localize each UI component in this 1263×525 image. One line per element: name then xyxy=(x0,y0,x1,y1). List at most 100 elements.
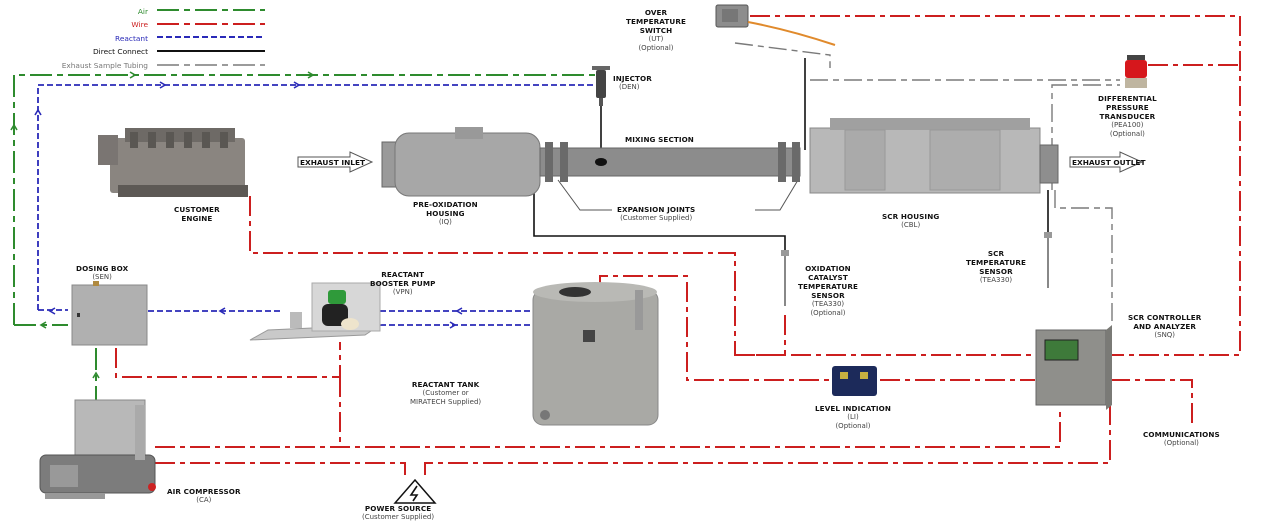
label-title: CUSTOMER xyxy=(174,205,220,214)
label-sub: (SNQ) xyxy=(1154,331,1176,339)
label-title: TEMPERATURE xyxy=(626,17,686,26)
label-title: LEVEL INDICATION xyxy=(815,404,891,413)
label-booster-pump: REACTANT BOOSTER PUMP (VPN) xyxy=(370,270,435,297)
reactant-arrow-5 xyxy=(218,307,226,315)
label-sub: (Customer or xyxy=(422,389,469,397)
wire-line-dosing xyxy=(115,342,341,378)
mixing-section-illustration xyxy=(539,142,801,182)
label-sub: (Optional) xyxy=(638,44,674,52)
reactant-arrow-6 xyxy=(455,307,463,315)
air-lines xyxy=(13,74,598,400)
power-source-icon xyxy=(393,478,437,504)
label-communications: COMMUNICATIONS (Optional) xyxy=(1143,430,1220,448)
label-title: TEMPERATURE xyxy=(966,258,1026,267)
label-title: HOUSING xyxy=(426,209,465,218)
reactant-arrow-1 xyxy=(159,81,167,89)
ox-temp-sensor-illustration xyxy=(781,250,789,306)
legend-item-air: Air xyxy=(40,5,158,17)
wire-line-power-right xyxy=(424,395,1111,475)
label-title: SENSOR xyxy=(979,267,1013,276)
booster-pump-illustration xyxy=(249,282,382,341)
label-sub: (Optional) xyxy=(810,309,846,317)
label-title: PRE-OXIDATION xyxy=(413,200,478,209)
air-arrow-5 xyxy=(92,371,100,379)
label-mixing-section: MIXING SECTION xyxy=(625,135,694,144)
dosing-box-illustration xyxy=(71,281,148,346)
label-title: SENSOR xyxy=(811,291,845,300)
exhaust-outlet-label: EXHAUST OUTLET xyxy=(1072,158,1146,167)
reactant-tank-illustration xyxy=(532,282,659,426)
label-power-source: POWER SOURCE (Customer Supplied) xyxy=(362,504,434,522)
wire-line-ut xyxy=(750,15,1241,356)
label-sub: (SEN) xyxy=(92,273,112,281)
label-sub: (LI) xyxy=(847,413,859,421)
label-expansion-joints: EXPANSION JOINTS (Customer Supplied) xyxy=(617,205,695,223)
label-over-temp-switch: OVER TEMPERATURE SWITCH (UT) (Optional) xyxy=(626,8,686,53)
label-title: COMMUNICATIONS xyxy=(1143,430,1220,439)
controller-illustration xyxy=(1035,325,1112,410)
engine-illustration xyxy=(98,128,248,197)
air-line-top xyxy=(13,74,598,325)
label-sub: (Optional) xyxy=(835,422,871,430)
label-title: BOOSTER PUMP xyxy=(370,279,436,288)
reactant-line-injector xyxy=(37,84,598,310)
pre-oxidation-housing-illustration xyxy=(381,127,541,197)
label-title: TEMPERATURE xyxy=(798,282,858,291)
legend-item-wire: Wire xyxy=(40,18,158,30)
flow-arrowheads xyxy=(10,71,463,379)
level-indicator-illustration xyxy=(832,366,877,396)
label-dpt: DIFFERENTIAL PRESSURE TRANSDUCER (PEA100… xyxy=(1098,94,1157,139)
label-sub: (DEN) xyxy=(619,83,640,91)
label-title: SWITCH xyxy=(639,26,673,35)
label-sub: (Customer Supplied) xyxy=(362,513,435,521)
label-sub: (Optional) xyxy=(1163,439,1199,447)
reactant-arrow-3 xyxy=(34,108,42,116)
reactant-arrow-7 xyxy=(449,321,457,329)
legend-item-reactant: Reactant xyxy=(40,32,158,44)
label-title: OXIDATION xyxy=(805,264,851,273)
label-title: EXPANSION JOINTS xyxy=(617,205,696,214)
label-title: MIXING SECTION xyxy=(625,135,694,144)
wire-lines xyxy=(115,15,1241,475)
label-sub: (VPN) xyxy=(392,288,413,296)
label-title: SCR HOUSING xyxy=(882,212,940,221)
label-pre-oxidation-housing: PRE-OXIDATION HOUSING (IQ) xyxy=(413,200,478,227)
label-sub: MIRATECH Supplied) xyxy=(410,398,482,406)
tubing-line-analyzer xyxy=(1054,190,1113,322)
dpt-illustration xyxy=(1125,55,1147,88)
reactant-arrow-4 xyxy=(48,307,56,315)
legend-label: Wire xyxy=(131,19,148,29)
air-arrow-4 xyxy=(39,321,47,329)
label-dosing-box: DOSING BOX (SEN) xyxy=(76,264,128,282)
air-arrow-3 xyxy=(10,123,18,131)
legend-label: Reactant xyxy=(115,33,148,43)
label-title: TRANSDUCER xyxy=(1099,112,1156,121)
tubing-line-ut-probe xyxy=(734,42,831,68)
label-sub: (UT) xyxy=(648,35,664,43)
air-arrow-2 xyxy=(307,71,315,79)
expansion-leaders xyxy=(557,179,799,211)
scr-housing-illustration xyxy=(809,118,1059,194)
label-title: POWER SOURCE xyxy=(364,504,432,513)
wire-line-ox xyxy=(735,310,786,356)
label-injector: INJECTOR (DEN) xyxy=(613,74,652,92)
label-title: DIFFERENTIAL xyxy=(1098,94,1157,103)
label-scr-temp-sensor: SCR TEMPERATURE SENSOR (TEA330) xyxy=(966,249,1026,285)
wire-line-engine xyxy=(249,196,1035,356)
air-compressor-illustration xyxy=(39,399,156,499)
label-title: INJECTOR xyxy=(613,74,652,83)
label-sub: (CA) xyxy=(196,496,212,504)
label-air-compressor: AIR COMPRESSOR (CA) xyxy=(167,487,241,505)
label-title: SCR CONTROLLER xyxy=(1128,313,1202,322)
label-sub: (CBL) xyxy=(901,221,921,229)
label-sub: (PEA100) xyxy=(1111,121,1144,129)
legend-item-direct: Direct Connect xyxy=(40,45,158,57)
injector-illustration xyxy=(592,66,610,106)
exhaust-outlet-arrow xyxy=(1069,151,1144,173)
label-engine: CUSTOMER ENGINE xyxy=(174,205,220,223)
over-temp-switch-illustration xyxy=(715,4,836,46)
label-title: REACTANT TANK xyxy=(411,380,480,389)
wire-line-power-left xyxy=(155,462,406,475)
air-arrow-1 xyxy=(129,71,137,79)
